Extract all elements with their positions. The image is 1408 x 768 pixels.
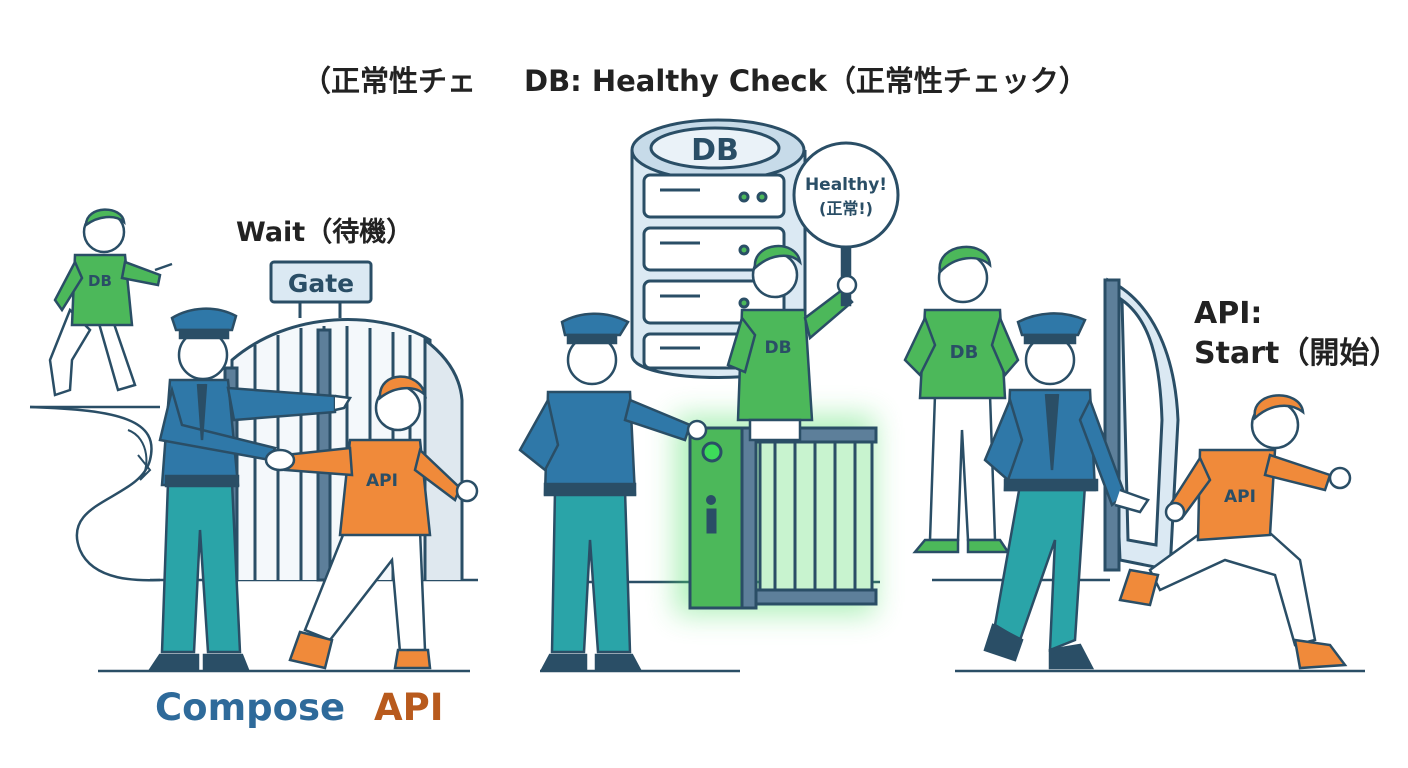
api-start-line2: Start（開始） [1194,336,1400,371]
guard-1 [147,307,353,672]
scene3-db-shirt: DB [950,342,979,363]
gate-2 [688,426,878,610]
scene1-db-shirt: DB [88,272,112,290]
sign-line2: (正常!) [819,199,873,218]
page-title: DB: Healthy Check（正常性チェック） [524,64,1088,98]
guard-3 [983,312,1150,670]
scene2-db-shirt: DB [764,338,791,358]
gate-sign: Gate [269,260,373,318]
healthy-sign: Healthy! (正常!) [792,141,900,249]
gate-3-open [1103,277,1180,572]
legend-api: API [374,686,444,729]
scene2: DB [518,118,900,672]
db-person-standing: DB [903,245,1020,554]
db-person-sign: DB [726,228,858,442]
hill-path [29,405,161,582]
db-person-walking: DB [48,208,173,397]
server-label: DB [691,133,739,168]
scene1-api-shirt: API [366,471,398,491]
legend-compose: Compose [155,686,346,729]
gate-sign-text: Gate [288,269,354,298]
api-person-running: API [1118,394,1352,670]
handshake [264,448,296,472]
api-person-1: API [283,375,479,670]
sign-line1: Healthy! [805,175,887,195]
wait-caption: Wait（待機） [236,217,414,248]
api-start-caption: API: Start（開始） [1194,294,1399,374]
guard-2 [518,312,708,672]
title-fragment: （正常性チェ [302,64,477,98]
scene3-api-shirt: API [1224,487,1256,507]
scene3: DB API [903,245,1352,670]
api-start-line1: API: [1194,296,1263,331]
scene1: Gate DB [29,208,479,672]
